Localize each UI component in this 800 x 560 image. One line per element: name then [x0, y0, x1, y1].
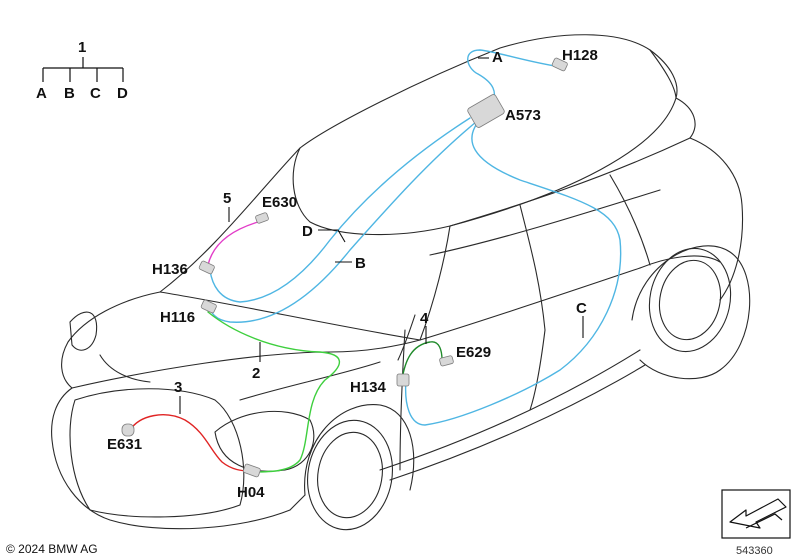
connector-E631	[121, 423, 135, 437]
label-5: 5	[223, 190, 231, 207]
connector-H136	[198, 260, 215, 275]
label-4: 4	[420, 310, 429, 327]
label-2: 2	[252, 365, 260, 382]
connector-H116	[200, 299, 217, 314]
hierarchy-tree: 1 A B C D	[36, 39, 128, 102]
cable-4	[401, 341, 443, 381]
cable-D	[209, 117, 471, 303]
label-C: C	[576, 300, 587, 317]
connector-E630	[255, 212, 269, 224]
tree-leaf-a: A	[36, 85, 47, 102]
label-E629: E629	[456, 344, 491, 361]
car-outline	[51, 34, 751, 531]
cable-A	[467, 49, 556, 109]
connector-H134	[396, 373, 410, 387]
cables	[129, 49, 622, 473]
label-H134: H134	[350, 379, 387, 396]
cable-3	[129, 414, 251, 472]
cable-5	[207, 221, 259, 266]
cable-2	[207, 311, 341, 473]
tree-leaf-b: B	[64, 85, 75, 102]
module-A573	[467, 94, 505, 128]
label-B: B	[355, 255, 366, 272]
reference-number: 543360	[736, 545, 773, 557]
tree-root: 1	[78, 39, 86, 56]
connector-E629	[439, 355, 454, 367]
label-E630: E630	[262, 194, 297, 211]
label-A573: A573	[505, 107, 541, 124]
label-H116: H116	[160, 309, 195, 326]
label-3: 3	[174, 379, 182, 396]
label-H04: H04	[237, 484, 265, 501]
tree-leaf-c: C	[90, 85, 101, 102]
label-D: D	[302, 223, 313, 240]
arrow-left-icon	[721, 489, 791, 539]
label-E631: E631	[107, 436, 142, 453]
label-H136: H136	[152, 261, 188, 278]
tree-leaf-d: D	[117, 85, 128, 102]
copyright-text: © 2024 BMW AG	[6, 542, 98, 556]
connector-H128	[551, 57, 568, 72]
label-A: A	[492, 49, 503, 66]
cable-B	[209, 121, 477, 323]
cable-C	[404, 121, 622, 426]
connectors	[121, 57, 568, 478]
leader-lines	[179, 57, 584, 414]
connector-H04	[242, 463, 261, 478]
part-labels: H128 A A573 E630 5 D B H136 H116 2 4 E62…	[107, 47, 598, 501]
label-H128: H128	[562, 47, 598, 64]
